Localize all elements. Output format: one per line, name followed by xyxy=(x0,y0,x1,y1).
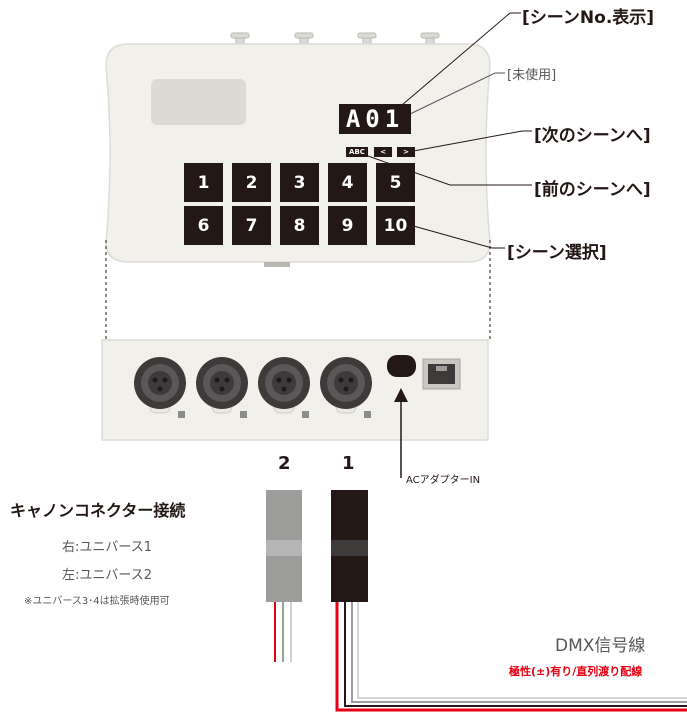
scene-button-6[interactable]: 6 xyxy=(184,206,223,245)
scene-button-5[interactable]: 5 xyxy=(376,163,415,202)
top-knobs xyxy=(230,32,440,47)
ac-adapter-label: ACアダプターIN xyxy=(406,475,481,486)
dmx-polarity-note: 極性(±)有り/直列渡り配線 xyxy=(509,665,643,678)
scene-button-9[interactable]: 9 xyxy=(328,206,367,245)
expansion-note: ※ユニバース3･4は拡張時使用可 xyxy=(24,596,170,607)
connector-number-1: 1 xyxy=(342,453,355,474)
dmx-title: DMX信号線 xyxy=(555,636,646,656)
bottom-tab xyxy=(264,262,290,267)
abc-button[interactable]: ABC xyxy=(346,147,368,157)
scene-number-display: A01 xyxy=(339,104,411,134)
cannon-connector-heading: キャノンコネクター接続 xyxy=(10,501,186,520)
scene-button-3[interactable]: 3 xyxy=(280,163,319,202)
prev-scene-button[interactable]: < xyxy=(374,147,392,157)
universe-right-label: 右:ユニバース1 xyxy=(62,540,153,555)
callout-prev-scene: [前のシーンへ] xyxy=(534,180,651,200)
callout-unused: [未使用] xyxy=(507,68,557,83)
connector-number-2: 2 xyxy=(278,453,291,474)
cable-1 xyxy=(331,490,687,712)
ac-jack xyxy=(387,355,416,377)
callout-lines xyxy=(350,12,532,249)
universe-left-label: 左:ユニバース2 xyxy=(62,568,153,583)
scene-button-10[interactable]: 10 xyxy=(376,206,415,245)
callout-next-scene: [次のシーンへ] xyxy=(534,126,651,146)
cable-2 xyxy=(266,490,302,662)
scene-button-7[interactable]: 7 xyxy=(232,206,271,245)
scene-button-4[interactable]: 4 xyxy=(328,163,367,202)
scene-button-2[interactable]: 2 xyxy=(232,163,271,202)
scene-button-1[interactable]: 1 xyxy=(184,163,223,202)
callout-scene-select: [シーン選択] xyxy=(507,243,607,263)
scene-button-8[interactable]: 8 xyxy=(280,206,319,245)
label-plate xyxy=(151,79,246,125)
next-scene-button[interactable]: > xyxy=(397,147,415,157)
callout-scene-display: [シーンNo.表示] xyxy=(522,8,655,28)
xlr-connectors xyxy=(134,357,372,418)
ethernet-port xyxy=(422,358,461,390)
